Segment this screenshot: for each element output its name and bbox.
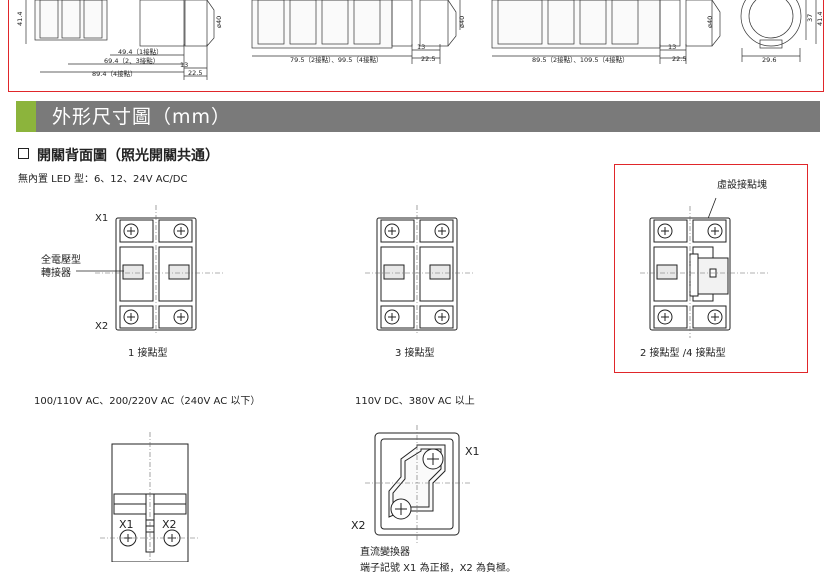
dim-89-4: 89.4（4接點） [92, 69, 137, 78]
dc-converter-diagram: X1 X2 [351, 425, 480, 543]
two-four-contact-caption: 2 接點型 /4 接點型 [640, 348, 726, 359]
dc-caption-line1: 直流變換器 [360, 547, 410, 558]
section-note: 無內置 LED 型：6、12、24V AC/DC [18, 174, 188, 185]
x2-label-one: X2 [95, 321, 108, 332]
three-contact-caption: 3 接點型 [395, 348, 435, 359]
dim-29-6: 29.6 [762, 56, 776, 64]
full-voltage-leader [76, 270, 124, 272]
dim-phi40-left: ø40 [215, 16, 223, 28]
dim-41-4-left: 41.4 [16, 12, 24, 26]
dim-22-5-right: 22.5 [672, 55, 686, 63]
one-contact-caption: 1 接點型 [128, 348, 168, 359]
dc-caption-line2: 端子記號 X1 為正極，X2 為負極。 [360, 563, 516, 574]
x2-label-dc: X2 [351, 519, 366, 532]
top-drawings-frame [8, 0, 824, 92]
ac-heading: 100/110V AC、200/220V AC（240V AC 以下） [34, 396, 261, 407]
dummy-block-label: 虛設接點塊 [717, 180, 767, 191]
dim-13-left: 13 [180, 61, 188, 69]
dim-37: 37 [806, 14, 814, 22]
dim-22-5-middle: 22.5 [421, 55, 435, 63]
one-contact-diagram: X1 X2 [95, 205, 223, 335]
dim-phi40-right: ø40 [706, 16, 714, 28]
x1-label-one: X1 [95, 213, 108, 224]
full-voltage-label-line2: 轉接器 [41, 268, 71, 279]
dim-79-5: 79.5（2接點）、99.5（4接點） [290, 55, 382, 64]
two-four-contact-frame [614, 164, 808, 373]
dim-89-5: 89.5（2接點）、109.5（4接點） [532, 55, 629, 64]
dc-heading: 110V DC、380V AC 以上 [355, 396, 475, 407]
dim-13-right: 13 [668, 43, 676, 51]
top-drawings: 41.4 ø40 49.4（1接點） 69.4（2、3接點） 89.4（4接點）… [16, 0, 824, 80]
x2-label-ac: X2 [162, 518, 177, 531]
dim-69-4: 69.4（2、3接點） [104, 56, 159, 65]
section-banner-accent [16, 101, 36, 132]
full-voltage-label-line1: 全電壓型 [41, 255, 81, 266]
two-four-contact-diagram [640, 197, 768, 338]
three-contact-diagram [365, 205, 473, 335]
section-heading-text: 開關背面圖（照光開關共通） [37, 148, 219, 164]
dim-41-4-right: 41.4 [816, 12, 824, 26]
section-banner [16, 101, 820, 132]
dim-49-4: 49.4（1接點） [118, 47, 163, 56]
x1-label-dc: X1 [465, 445, 480, 458]
section-heading: 開關背面圖（照光開關共通） [18, 147, 219, 165]
dim-22-5-left: 22.5 [188, 69, 202, 77]
ac-converter-diagram: X1 X2 [100, 432, 200, 562]
x1-label-ac: X1 [119, 518, 134, 531]
section-banner-title: 外形尺寸圖（mm） [52, 106, 232, 128]
dim-13-middle: 13 [417, 43, 425, 51]
checkbox-bullet-icon [18, 148, 29, 159]
dim-phi40-middle: ø40 [458, 16, 466, 28]
